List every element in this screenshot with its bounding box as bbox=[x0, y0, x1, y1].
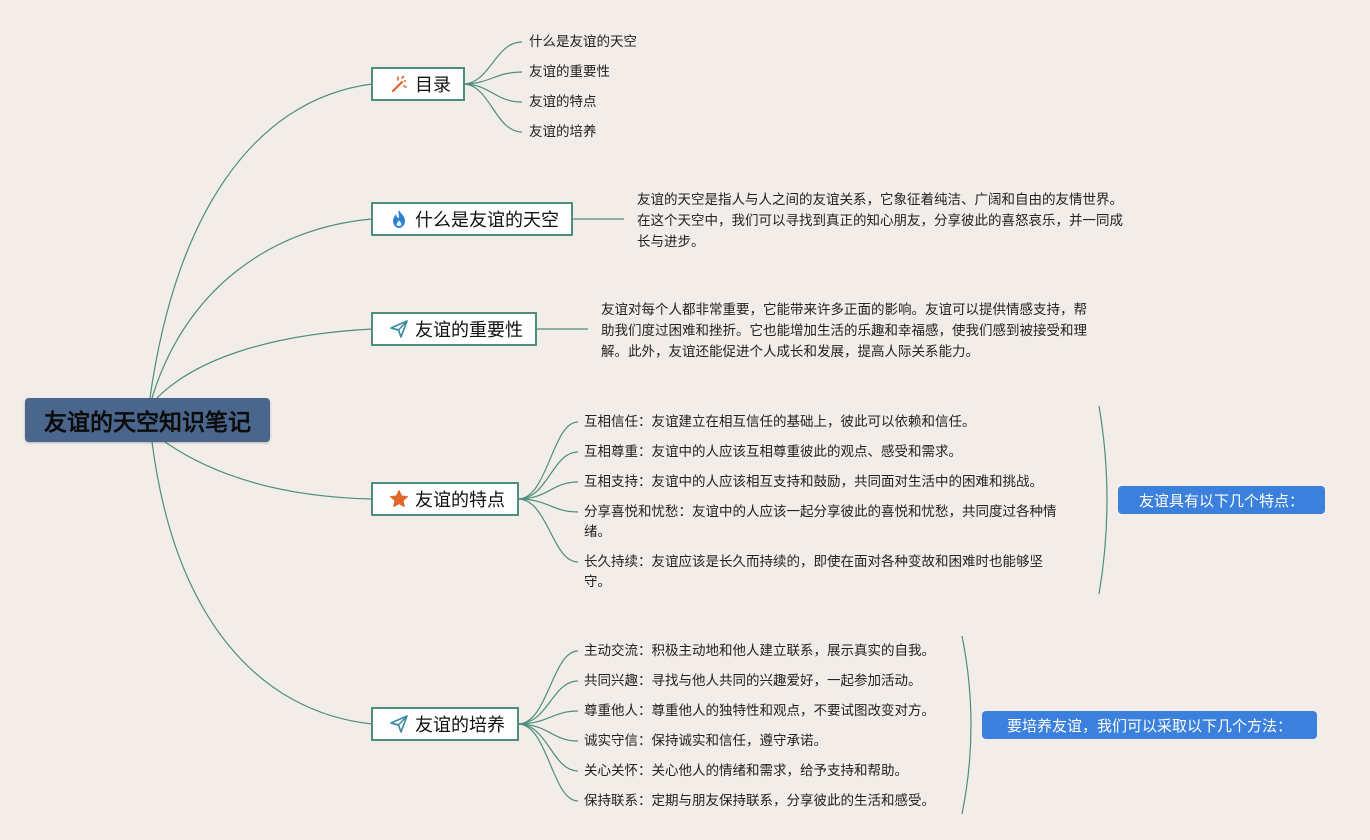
cultivate-item-6[interactable]: 保持联系：定期与朋友保持联系，分享彼此的生活和感受。 bbox=[584, 793, 935, 809]
paper-plane-icon bbox=[389, 714, 409, 734]
toc-item-3[interactable]: 友谊的特点 bbox=[529, 94, 597, 110]
cultivate-summary-text: 要培养友谊，我们可以采取以下几个方法： bbox=[1006, 716, 1292, 735]
link-root-importance bbox=[156, 328, 373, 399]
branch-cultivate[interactable]: 友谊的培养 bbox=[371, 707, 519, 741]
toc-item-4[interactable]: 友谊的培养 bbox=[529, 124, 597, 140]
bracket-traits bbox=[1098, 405, 1108, 595]
branch-cultivate-label: 友谊的培养 bbox=[415, 715, 505, 736]
what-description: 友谊的天空是指人与人之间的友谊关系，它象征着纯洁、广阔和自由的友情世界。在这个天… bbox=[637, 192, 1123, 250]
cultivate-item-1[interactable]: 主动交流：积极主动地和他人建立联系，展示真实的自我。 bbox=[584, 643, 935, 659]
root-title: 友谊的天空知识笔记 bbox=[44, 410, 251, 436]
magic-wand-icon bbox=[389, 74, 409, 94]
paper-plane-icon bbox=[389, 319, 409, 339]
root-topic[interactable]: 友谊的天空知识笔记 bbox=[25, 398, 270, 442]
branch-toc[interactable]: 目录 bbox=[371, 67, 465, 101]
branch-traits-label: 友谊的特点 bbox=[415, 490, 505, 511]
star-icon bbox=[389, 489, 409, 509]
trait-item-1[interactable]: 互相信任：友谊建立在相互信任的基础上，彼此可以依赖和信任。 bbox=[584, 414, 976, 430]
cultivate-item-5[interactable]: 关心关怀：关心他人的情绪和需求，给予支持和帮助。 bbox=[584, 763, 908, 779]
importance-description: 友谊对每个人都非常重要，它能带来许多正面的影响。友谊可以提供情感支持，帮助我们度… bbox=[601, 302, 1087, 360]
branch-importance[interactable]: 友谊的重要性 bbox=[371, 312, 537, 346]
branch-traits[interactable]: 友谊的特点 bbox=[371, 482, 519, 516]
branch-what-label: 什么是友谊的天空 bbox=[415, 210, 559, 231]
cultivate-summary-callout[interactable]: 要培养友谊，我们可以采取以下几个方法： bbox=[982, 711, 1317, 739]
link-root-toc bbox=[149, 83, 373, 399]
branch-importance-label: 友谊的重要性 bbox=[415, 320, 523, 341]
branch-what[interactable]: 什么是友谊的天空 bbox=[371, 202, 573, 236]
traits-summary-callout[interactable]: 友谊具有以下几个特点： bbox=[1118, 486, 1325, 514]
flame-icon bbox=[389, 209, 409, 229]
toc-item-2[interactable]: 友谊的重要性 bbox=[529, 64, 610, 80]
link-root-what bbox=[151, 218, 373, 399]
trait-item-4[interactable]: 分享喜悦和忧愁：友谊中的人应该一起分享彼此的喜悦和忧愁，共同度过各种情绪。 bbox=[584, 504, 1057, 540]
branch-toc-label: 目录 bbox=[415, 75, 451, 96]
link-root-traits bbox=[164, 441, 373, 500]
trait-item-5[interactable]: 长久持续：友谊应该是长久而持续的，即使在面对各种变故和困难时也能够坚守。 bbox=[584, 554, 1043, 590]
cultivate-item-3[interactable]: 尊重他人：尊重他人的独特性和观点，不要试图改变对方。 bbox=[584, 703, 935, 719]
cultivate-item-2[interactable]: 共同兴趣：寻找与他人共同的兴趣爱好，一起参加活动。 bbox=[584, 673, 922, 689]
trait-item-2[interactable]: 互相尊重：友谊中的人应该互相尊重彼此的观点、感受和需求。 bbox=[584, 444, 962, 460]
bracket-cultivate bbox=[961, 635, 972, 815]
trait-item-3[interactable]: 互相支持：友谊中的人应该相互支持和鼓励，共同面对生活中的困难和挑战。 bbox=[584, 474, 1043, 490]
link-root-cultivate bbox=[151, 441, 373, 725]
toc-item-1[interactable]: 什么是友谊的天空 bbox=[529, 34, 637, 50]
cultivate-item-4[interactable]: 诚实守信：保持诚实和信任，遵守承诺。 bbox=[584, 733, 827, 749]
traits-summary-text: 友谊具有以下几个特点： bbox=[1138, 491, 1304, 510]
